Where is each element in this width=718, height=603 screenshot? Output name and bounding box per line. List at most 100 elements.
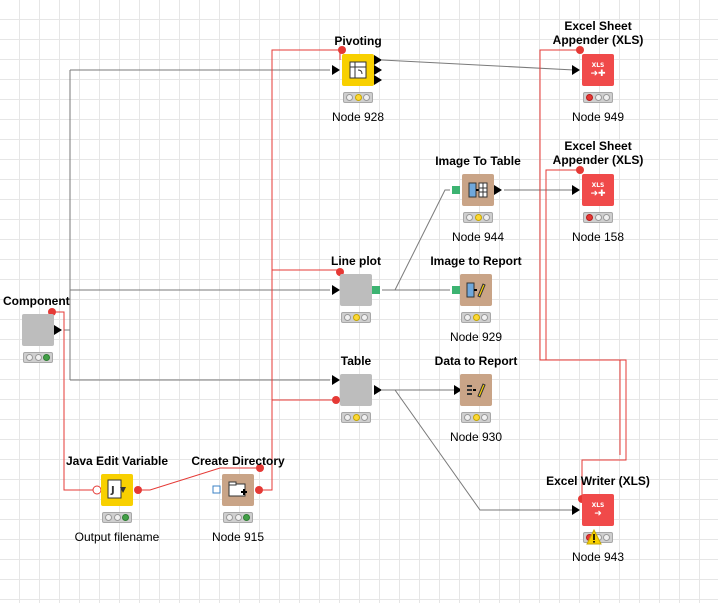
input-port [572, 65, 580, 75]
status-light [603, 214, 611, 221]
output-port [374, 55, 382, 65]
node-status-lights [343, 92, 373, 103]
status-light [225, 514, 233, 521]
component-body[interactable] [22, 314, 54, 346]
status-light [472, 314, 480, 321]
output-port [374, 75, 382, 85]
flowvar-port [255, 486, 263, 494]
status-light [594, 94, 602, 101]
status-light [343, 414, 351, 421]
status-light [474, 214, 482, 221]
node-title: Excel Writer (XLS) [546, 474, 650, 488]
image-to-table-icon[interactable] [462, 174, 494, 206]
status-light [25, 354, 33, 361]
flowvar-port [92, 485, 102, 495]
status-light [352, 314, 360, 321]
node-label: Node 158 [571, 230, 625, 244]
node-status-lights [583, 212, 613, 223]
status-light [465, 214, 473, 221]
node-status-lights [461, 412, 491, 423]
xls-badge: XLS [591, 182, 605, 189]
status-light [354, 94, 362, 101]
port [212, 485, 221, 494]
status-light [585, 94, 593, 101]
status-light [113, 514, 121, 521]
create-directory-icon[interactable] [222, 474, 254, 506]
status-light [585, 214, 593, 221]
status-light [104, 514, 112, 521]
node-status-lights [341, 312, 371, 323]
status-light [361, 314, 369, 321]
flowvar-port [256, 464, 264, 472]
status-light [234, 514, 242, 521]
flowvar-port [332, 396, 340, 404]
input-port [332, 65, 340, 75]
input-port [332, 285, 340, 295]
input-port [332, 375, 340, 385]
image-port [372, 286, 380, 294]
flowvar-port [576, 46, 584, 54]
node-title: Line plot [331, 254, 381, 268]
node-label: Node 943 [571, 550, 625, 564]
node-label: Node 915 [211, 530, 265, 544]
image-port [452, 286, 460, 294]
flowvar-port [338, 46, 346, 54]
input-port [454, 385, 462, 395]
node-status-lights [223, 512, 253, 523]
wire-table-excelwriter [382, 389, 574, 511]
node-label: Node 944 [451, 230, 505, 244]
append-arrows-icon: ➜✚ [590, 189, 606, 199]
xls-icon[interactable]: XLS ➜ [582, 494, 614, 526]
node-label: Node 949 [571, 110, 625, 124]
status-light [345, 94, 353, 101]
status-light [122, 514, 130, 521]
xls-badge: XLS [591, 62, 605, 69]
node-label: Node 930 [449, 430, 503, 444]
node-title: Image To Table [435, 154, 521, 168]
xls-icon[interactable]: XLS ➜✚ [582, 54, 614, 86]
node-title: Java Edit Variable [65, 454, 169, 468]
pivot-icon[interactable] [342, 54, 374, 86]
status-light [594, 214, 602, 221]
node-title: Pivoting [334, 34, 382, 48]
input-port [572, 505, 580, 515]
status-light [603, 94, 611, 101]
node-title: Create Directory [191, 454, 285, 468]
xls-badge: XLS [591, 502, 605, 509]
component-body[interactable] [340, 274, 372, 306]
flowvar-java-createdir [138, 467, 260, 491]
node-title: Excel Sheet Appender (XLS) [552, 19, 644, 47]
status-light [43, 354, 51, 361]
node-label: Node 929 [449, 330, 503, 344]
node-title: Table [340, 354, 372, 368]
java-variable-icon[interactable]: J [101, 474, 133, 506]
warning-icon[interactable] [586, 529, 602, 545]
node-title: Image to Report [430, 254, 522, 268]
status-light [363, 94, 371, 101]
node-title: Excel Sheet Appender (XLS) [552, 139, 644, 167]
flowvar-port [576, 166, 584, 174]
data-to-report-icon[interactable] [460, 374, 492, 406]
write-arrow-icon: ➜ [594, 509, 602, 519]
status-light [483, 214, 491, 221]
status-light [463, 414, 471, 421]
status-light [481, 414, 489, 421]
image-to-report-icon[interactable] [460, 274, 492, 306]
node-status-lights [463, 212, 493, 223]
component-body[interactable] [340, 374, 372, 406]
flowvar-loop-excel [539, 49, 627, 500]
node-status-lights [461, 312, 491, 323]
status-light [603, 534, 611, 541]
status-light [481, 314, 489, 321]
append-arrows-icon: ➜✚ [590, 69, 606, 79]
node-title: Data to Report [434, 354, 518, 368]
status-light [343, 314, 351, 321]
output-port [374, 65, 382, 75]
xls-icon[interactable]: XLS ➜✚ [582, 174, 614, 206]
status-light [463, 314, 471, 321]
node-status-lights [23, 352, 53, 363]
node-label: Node 928 [331, 110, 385, 124]
node-title: Component [3, 294, 70, 308]
output-port [494, 185, 502, 195]
flowvar-component-java [52, 311, 96, 491]
